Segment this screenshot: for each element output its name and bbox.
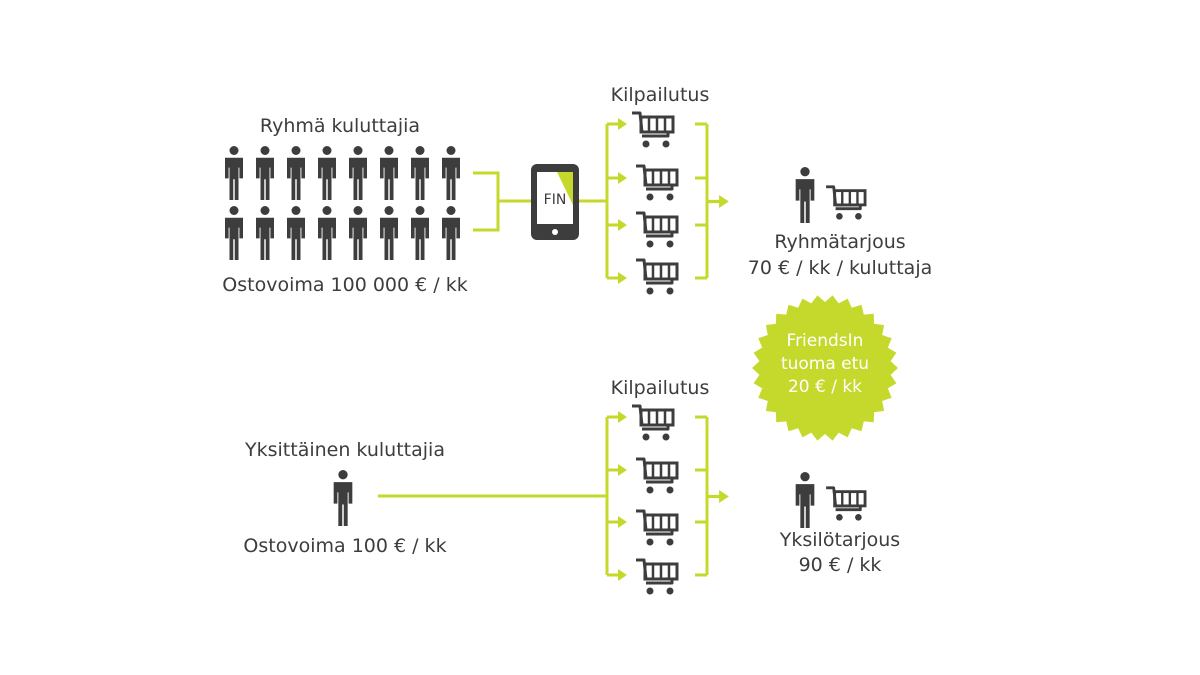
person-icon — [411, 146, 429, 200]
cart-icon — [636, 164, 679, 202]
individual-offer-title: Yksilötarjous — [779, 529, 901, 551]
top-competition-label: Kilpailutus — [610, 84, 710, 106]
badge-text: FriendsIn tuoma etu 20 € / kk — [752, 330, 898, 399]
person-icon — [318, 206, 336, 260]
person-icon — [380, 206, 398, 260]
offer-cart-icon — [826, 185, 867, 222]
person-icon — [442, 206, 460, 260]
person-icon — [287, 146, 305, 200]
individual-title: Yksittäinen kuluttajia — [245, 439, 445, 461]
cart-icon — [636, 509, 679, 547]
people-grid — [225, 146, 460, 260]
person-icon — [225, 206, 243, 260]
offer-person-icon — [795, 167, 815, 223]
person-icon — [256, 206, 274, 260]
offer-person-icon — [795, 472, 815, 528]
individual-person-icon — [333, 470, 353, 526]
person-icon — [318, 146, 336, 200]
savings-badge — [752, 295, 898, 441]
cart-icon — [636, 211, 679, 249]
top-competition-carts — [632, 111, 679, 296]
group-title: Ryhmä kuluttajia — [259, 115, 421, 137]
person-icon — [442, 146, 460, 200]
badge-line-3: 20 € / kk — [787, 377, 863, 397]
person-icon — [349, 206, 367, 260]
individual-offer-price: 90 € / kk — [798, 554, 882, 576]
person-icon — [349, 146, 367, 200]
group-offer-price: 70 € / kk / kuluttaja — [747, 257, 933, 279]
cart-icon — [632, 404, 675, 442]
person-icon — [380, 146, 398, 200]
person-icon — [411, 206, 429, 260]
offer-cart-icon — [826, 486, 867, 523]
person-icon — [225, 146, 243, 200]
bottom-competition-carts — [632, 404, 679, 596]
badge-line-2: tuoma etu — [780, 354, 870, 374]
individual-purchasing-power: Ostovoima 100 € / kk — [243, 535, 447, 557]
cart-icon — [636, 558, 679, 596]
group-offer-title: Ryhmätarjous — [774, 231, 906, 253]
cart-icon — [632, 111, 675, 149]
group-purchasing-power: Ostovoima 100 000 € / kk — [222, 274, 468, 296]
person-icon — [256, 146, 274, 200]
cart-icon — [636, 258, 679, 296]
bottom-competition-label: Kilpailutus — [610, 377, 710, 399]
badge-line-1: FriendsIn — [786, 331, 864, 351]
top-competition-lines — [605, 122, 709, 280]
bottom-competition-lines — [605, 415, 709, 577]
phone-label: FIN — [544, 192, 567, 208]
person-icon — [287, 206, 305, 260]
cart-icon — [636, 457, 679, 495]
group-connector — [473, 171, 531, 232]
phone-icon: FIN — [531, 164, 579, 240]
